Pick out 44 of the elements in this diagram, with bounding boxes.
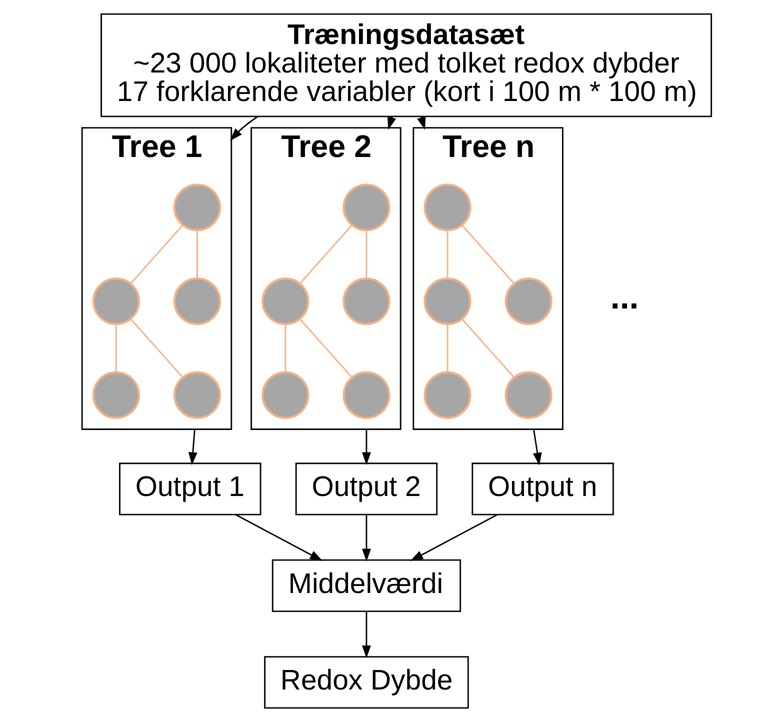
node-circle xyxy=(423,277,471,326)
node-circle xyxy=(504,371,552,419)
cluster: Tree 2 xyxy=(250,127,401,430)
node-circle xyxy=(342,184,390,232)
arrow xyxy=(410,514,497,561)
node-box: Redox Dybde xyxy=(264,656,468,709)
node-circle xyxy=(92,371,140,419)
connector xyxy=(446,230,448,278)
arrow xyxy=(188,429,197,466)
node-circle xyxy=(342,277,390,326)
connector xyxy=(284,324,286,372)
arrow xyxy=(361,612,370,658)
cluster: Tree 1 xyxy=(80,127,232,430)
connector xyxy=(196,230,198,278)
connector xyxy=(460,318,514,378)
connector xyxy=(130,318,182,378)
label: ... xyxy=(610,278,638,317)
connector xyxy=(114,324,116,372)
cluster: Tree n xyxy=(412,127,563,430)
connector xyxy=(299,224,352,284)
connector xyxy=(460,224,514,284)
node-circle xyxy=(261,371,309,419)
node-circle xyxy=(172,184,221,232)
node-circle xyxy=(504,277,552,326)
arrow xyxy=(532,429,542,466)
node-circle xyxy=(423,184,471,232)
arrow xyxy=(229,116,258,141)
node-circle xyxy=(261,277,309,326)
connector xyxy=(130,224,183,284)
arrow xyxy=(361,515,370,562)
node-circle xyxy=(172,371,221,419)
connector xyxy=(298,318,352,378)
arrow xyxy=(361,429,370,466)
node-circle xyxy=(92,277,140,326)
node-circle xyxy=(423,371,471,419)
node-box: Output n xyxy=(471,462,614,516)
node-circle xyxy=(172,277,221,326)
node-box: Output 1 xyxy=(118,462,261,516)
node-box: Output 2 xyxy=(294,462,438,516)
connector xyxy=(365,230,367,278)
node-box: Middelværdi xyxy=(271,559,461,612)
node-circle xyxy=(342,371,390,419)
connector xyxy=(446,324,448,372)
arrow xyxy=(235,514,322,561)
